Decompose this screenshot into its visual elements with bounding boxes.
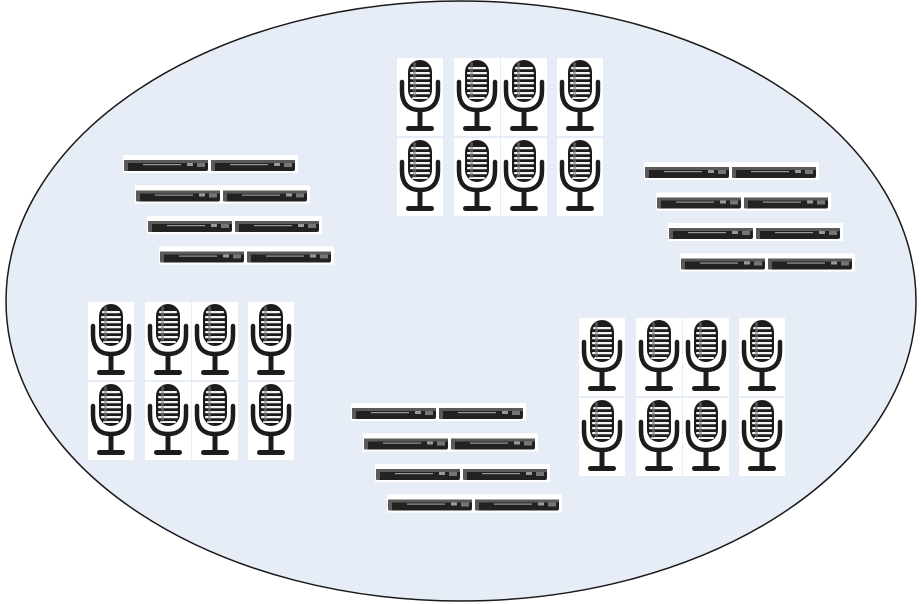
recorder-device-icon	[210, 155, 298, 173]
recorder-device-icon	[731, 162, 819, 180]
microphone-icon	[454, 138, 500, 216]
recorder-device-icon	[234, 216, 322, 234]
microphone-icon	[501, 58, 547, 136]
microphone-icon	[636, 398, 682, 476]
microphone-icon	[683, 318, 729, 396]
recorder-device-icon	[387, 494, 475, 513]
microphone-icon	[248, 382, 294, 460]
recorder-device-icon	[743, 192, 831, 211]
microphone-icon	[145, 382, 191, 460]
microphone-icon	[88, 302, 134, 380]
recorder-device-icon	[438, 403, 526, 421]
microphone-icon	[454, 58, 500, 136]
recorder-device-icon	[474, 494, 562, 513]
microphone-icon	[557, 58, 603, 136]
recorder-device-icon	[246, 246, 334, 265]
microphone-icon	[192, 382, 238, 460]
recorder-device-icon	[135, 185, 223, 204]
recorder-device-icon	[363, 433, 451, 452]
recorder-device-icon	[123, 155, 211, 173]
microphone-icon	[683, 398, 729, 476]
microphone-icon	[579, 398, 625, 476]
microphone-icon	[557, 138, 603, 216]
recorder-device-icon	[450, 433, 538, 452]
microphone-icon	[579, 318, 625, 396]
microphone-icon	[501, 138, 547, 216]
microphone-icon	[397, 138, 443, 216]
microphone-icon	[739, 318, 785, 396]
recorder-device-icon	[351, 403, 439, 421]
microphone-icon	[248, 302, 294, 380]
recorder-device-icon	[159, 246, 247, 265]
recorder-device-icon	[222, 185, 310, 204]
microphone-icon	[397, 58, 443, 136]
microphone-icon	[636, 318, 682, 396]
microphone-icon	[739, 398, 785, 476]
recorder-device-icon	[767, 253, 855, 272]
microphone-icon	[192, 302, 238, 380]
recorder-device-icon	[656, 192, 744, 211]
recorder-device-icon	[462, 464, 550, 482]
recorder-device-icon	[375, 464, 463, 482]
recorder-device-icon	[147, 216, 235, 234]
microphone-icon	[145, 302, 191, 380]
microphone-icon	[88, 382, 134, 460]
recorder-device-icon	[668, 223, 756, 241]
recorder-device-icon	[755, 223, 843, 241]
recorder-device-icon	[644, 162, 732, 180]
recorder-device-icon	[680, 253, 768, 272]
